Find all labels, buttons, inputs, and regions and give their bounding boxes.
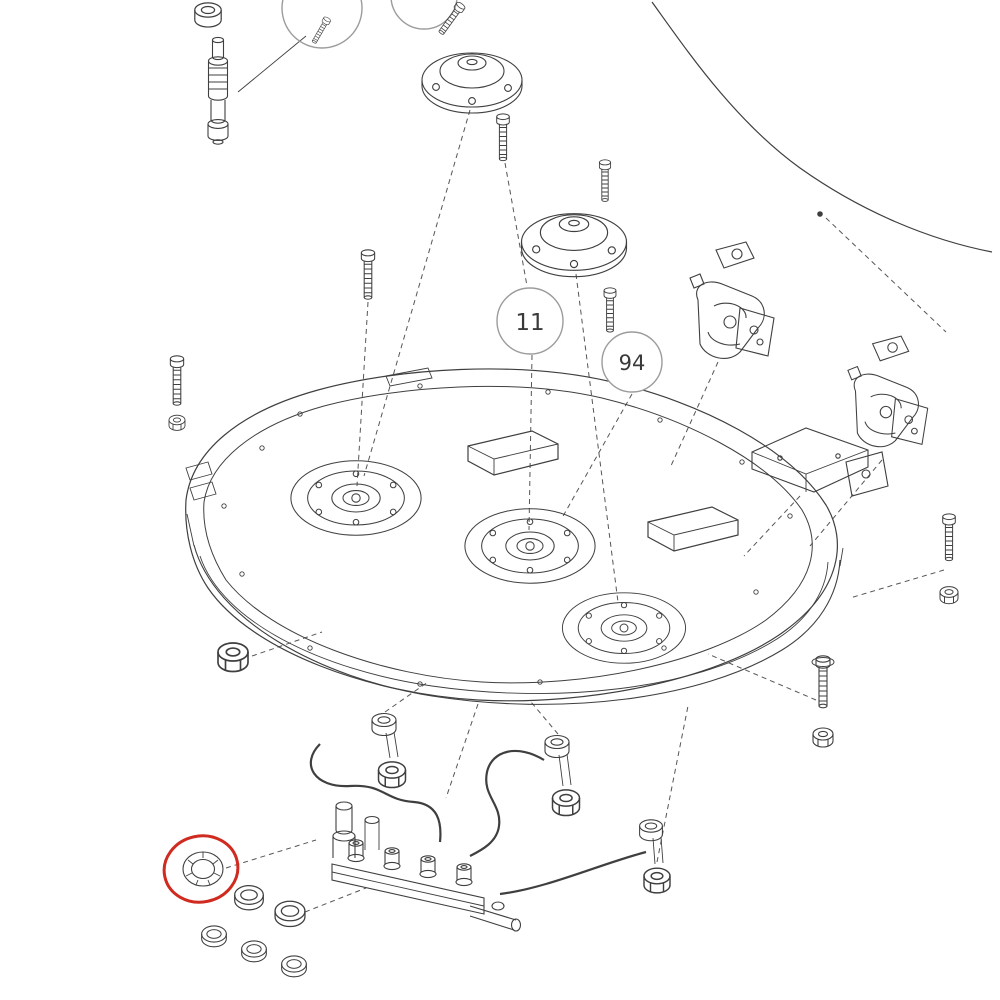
part-cap-nut-3 (639, 819, 671, 894)
part-cap-nut-2 (544, 734, 581, 817)
part-cap-highlighted (182, 851, 224, 887)
deck-left-tabs (185, 461, 217, 501)
part-baffle-plate (751, 427, 889, 497)
part-pulley-cover-rear (520, 213, 628, 278)
part-idler-bracket-lower (847, 335, 929, 448)
callout-11-circle[interactable] (496, 287, 564, 355)
callout-11[interactable]: 11 (496, 287, 564, 355)
part-stud-rear (598, 159, 612, 202)
deck-channel-1 (467, 430, 559, 476)
part-pulley-cover-front (421, 52, 523, 114)
part-carriage-bolt-right (939, 513, 959, 605)
part-hex-bolt-top (436, 0, 467, 37)
hose-and-valve-assembly (182, 712, 671, 978)
callout-94[interactable]: 94 (601, 331, 663, 393)
spindle-plate-center (464, 508, 596, 584)
deck-channel-2 (647, 506, 739, 552)
part-idler-bracket-upper (689, 241, 775, 359)
part-seal-ring-2 (241, 940, 267, 963)
part-flange-nut-left (217, 642, 249, 673)
part-mount-bolt-rear (603, 287, 617, 333)
part-hose-3 (499, 850, 647, 896)
callout-partial-top-left[interactable] (281, 0, 363, 49)
leader-lines (225, 109, 947, 913)
adjacent-panel-edge (651, 1, 993, 253)
part-bolt-left (168, 355, 186, 431)
part-valve-manifold (331, 801, 522, 932)
spindle-plate-left (290, 460, 422, 536)
selected-part-highlight (162, 834, 240, 904)
part-hose-1 (309, 743, 442, 843)
callout-11-label: 11 (515, 310, 544, 336)
part-washer-2 (274, 900, 306, 928)
callout-94-circle[interactable] (601, 331, 663, 393)
callout-94-label: 94 (619, 351, 646, 375)
spindle-plate-right (561, 592, 687, 664)
part-bolt-in-callout (310, 15, 332, 45)
part-cap-nut-top (194, 2, 222, 28)
part-cap-nut-1 (371, 712, 407, 789)
part-seal-ring-1 (201, 925, 227, 948)
screw-point (817, 211, 823, 217)
part-mount-bolt-front (496, 113, 510, 162)
part-hose-2 (469, 750, 545, 857)
part-seal-ring-3 (281, 955, 307, 978)
deck-rim-detail (385, 367, 433, 387)
part-bolt-center-top (360, 249, 376, 300)
mower-deck-shell (185, 367, 844, 705)
part-carriage-bolt-bottom-right (811, 655, 835, 748)
leader-line-solid (237, 35, 307, 93)
deck-holes (221, 383, 793, 687)
part-spindle-shaft (207, 36, 229, 145)
part-washer-1 (234, 885, 264, 911)
callout-partial-top-center[interactable] (390, 0, 458, 30)
